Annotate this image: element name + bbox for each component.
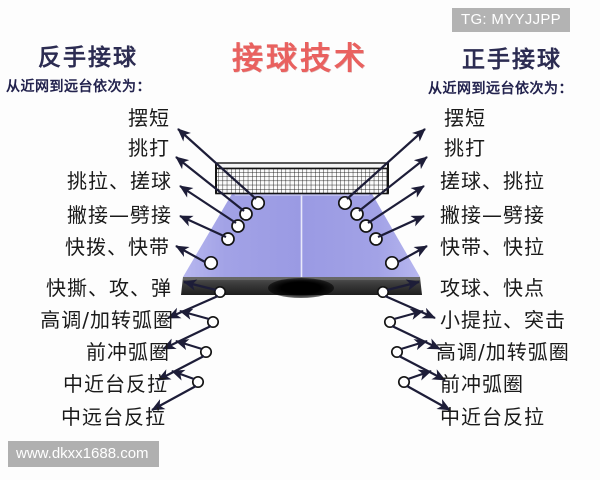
- right-technique-4: 撇接—劈接: [440, 203, 545, 227]
- right-technique-9: 前冲弧圈: [440, 372, 524, 396]
- right-panel-subheading: 从近网到远台依次为：: [428, 81, 573, 97]
- arrow: [167, 294, 219, 320]
- arrow: [175, 339, 203, 351]
- page-title: 接球技术: [232, 41, 368, 77]
- left-technique-3: 挑拉、搓球: [67, 169, 172, 193]
- ball: [383, 315, 397, 329]
- right-ball-group: [337, 195, 411, 389]
- ball: [213, 285, 227, 299]
- ball: [337, 195, 353, 211]
- arrow: [391, 325, 441, 350]
- right-arrow-group: [346, 128, 432, 381]
- ball: [369, 232, 383, 246]
- left-panel-subheading: 从近网到远台依次为：: [6, 79, 151, 95]
- table-net: [215, 162, 389, 195]
- ball: [390, 345, 404, 359]
- right-technique-8: 高调/加转弧圈: [436, 340, 570, 364]
- arrow: [183, 279, 217, 292]
- left-technique-10: 中远台反拉: [61, 405, 166, 429]
- site-watermark: www.dkxx1688.com: [8, 441, 159, 467]
- left-technique-6: 快撕、攻、弹: [46, 276, 172, 300]
- ball: [203, 255, 219, 271]
- ball: [206, 315, 220, 329]
- right-panel-heading: 正手接球: [462, 47, 562, 73]
- ball: [384, 255, 400, 271]
- left-arrow-group: [171, 128, 257, 381]
- arrow: [179, 185, 237, 224]
- ball: [359, 219, 373, 233]
- left-technique-4: 撇接—劈接: [67, 203, 172, 227]
- ball: [397, 375, 411, 389]
- left-technique-8: 前冲弧圈: [86, 340, 170, 364]
- arrow: [346, 128, 426, 200]
- table-front-edge: [181, 277, 422, 298]
- left-technique-7: 高调/加转弧圈: [40, 308, 174, 332]
- ball: [199, 345, 213, 359]
- arrow: [386, 279, 420, 292]
- ball: [231, 219, 245, 233]
- right-technique-6: 攻球、快点: [440, 276, 545, 300]
- arrow: [179, 308, 210, 321]
- telegram-watermark: TG: MYYJJPP: [452, 8, 570, 32]
- ball: [350, 207, 364, 221]
- arrow: [177, 128, 257, 200]
- arrow: [171, 369, 195, 381]
- arrow: [367, 185, 425, 224]
- arrow: [179, 214, 227, 239]
- arrow: [175, 245, 206, 263]
- arrow: [384, 294, 436, 320]
- arrow: [377, 214, 425, 239]
- table-surface: [183, 192, 420, 277]
- right-technique-5: 快带、快拉: [440, 235, 545, 259]
- arrow: [397, 245, 428, 263]
- arrow: [393, 308, 424, 321]
- arrow: [175, 156, 245, 212]
- left-technique-5: 快拨、快带: [65, 235, 170, 259]
- right-technique-3: 搓球、挑拉: [440, 169, 545, 193]
- ball: [376, 285, 390, 299]
- right-technique-1: 摆短: [444, 106, 486, 130]
- left-technique-1: 摆短: [128, 106, 170, 130]
- arrow: [407, 369, 432, 381]
- ball: [221, 232, 235, 246]
- ball: [239, 207, 253, 221]
- left-ball-group: [191, 195, 266, 389]
- left-technique-9: 中近台反拉: [63, 372, 168, 396]
- right-technique-7: 小提拉、突击: [440, 308, 566, 332]
- left-technique-2: 挑打: [128, 136, 170, 160]
- ball: [250, 195, 266, 211]
- ball: [191, 375, 205, 389]
- arrow: [358, 156, 428, 212]
- right-technique-10: 中近台反拉: [440, 405, 545, 429]
- right-technique-2: 挑打: [444, 136, 486, 160]
- arrow: [400, 339, 428, 351]
- left-panel-heading: 反手接球: [38, 45, 138, 71]
